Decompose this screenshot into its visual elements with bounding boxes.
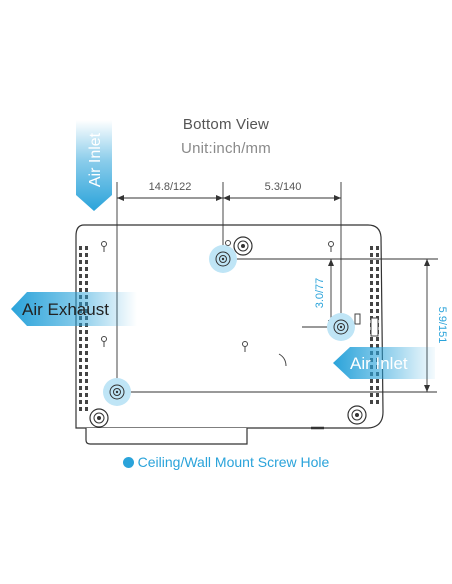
vent-slot	[79, 407, 82, 411]
vent-slot	[370, 386, 373, 390]
vent-slot	[376, 302, 379, 306]
vent-slot	[85, 253, 88, 257]
vent-slot	[376, 281, 379, 285]
vent-slot	[376, 386, 379, 390]
vent-slot	[85, 337, 88, 341]
vent-slot	[79, 267, 82, 271]
vent-slot	[85, 246, 88, 250]
vent-slot	[85, 288, 88, 292]
arc-mark	[278, 353, 287, 367]
small-screw	[101, 240, 334, 352]
air-exhaust-arrow: Air Exhaust	[11, 292, 137, 326]
adjustable-foot	[347, 405, 367, 425]
vent-slot	[370, 379, 373, 383]
adjustable-foot	[233, 236, 253, 256]
vent-slot	[376, 295, 379, 299]
vent-slot	[85, 407, 88, 411]
vent-slot	[85, 372, 88, 376]
vent-slot	[370, 400, 373, 404]
vent-slot	[376, 253, 379, 257]
vent-slot	[85, 393, 88, 397]
vent-slot	[370, 393, 373, 397]
unit-label: Unit:inch/mm	[181, 140, 271, 157]
dim-height-mid: 3.0/77	[314, 278, 326, 309]
side-clip	[354, 313, 379, 337]
vent-slot	[79, 351, 82, 355]
vent-slot	[79, 246, 82, 250]
vent-slot	[376, 288, 379, 292]
vent-slot	[370, 302, 373, 306]
vent-slot	[376, 379, 379, 383]
vent-slot	[85, 260, 88, 264]
air-inlet-right-label: Air Inlet	[350, 354, 408, 373]
vent-slot	[79, 281, 82, 285]
vent-slot	[79, 379, 82, 383]
air-inlet-right-arrow: Air Inlet	[333, 347, 435, 379]
vent-slot	[376, 337, 379, 341]
vent-slot	[376, 246, 379, 250]
vent-slot	[79, 393, 82, 397]
dim-width-left: 14.8/122	[149, 181, 192, 193]
vent-slot	[85, 386, 88, 390]
vent-slot	[79, 358, 82, 362]
vent-slot	[79, 344, 82, 348]
vent-slot	[79, 274, 82, 278]
vent-slot	[85, 344, 88, 348]
vent-slot	[370, 260, 373, 264]
vent-slot	[85, 274, 88, 278]
vent-slot	[79, 365, 82, 369]
vent-slot	[376, 267, 379, 271]
vent-slot	[370, 246, 373, 250]
ceiling-mount-screw-hole	[327, 313, 355, 341]
vent-slot	[370, 295, 373, 299]
air-inlet-top-label: Air Inlet	[87, 132, 104, 187]
vent-slot	[79, 386, 82, 390]
screw-hole-legend-icon	[122, 457, 134, 468]
vent-slot	[370, 344, 373, 348]
dim-height-right: 5.9/151	[436, 307, 448, 344]
vent-slot	[85, 281, 88, 285]
vent-slot	[370, 288, 373, 292]
ceiling-mount-screw-hole	[103, 378, 131, 406]
adjustable-foot	[89, 408, 109, 428]
view-title: Bottom View	[182, 116, 270, 133]
vent-slot	[79, 400, 82, 404]
vent-slot	[376, 260, 379, 264]
legend: Ceiling/Wall Mount Screw Hole	[0, 454, 452, 470]
air-exhaust-label: Air Exhaust	[22, 300, 109, 319]
vent-slot	[85, 400, 88, 404]
air-inlet-top-arrow: Air Inlet	[76, 120, 112, 211]
vent-slot	[79, 337, 82, 341]
vent-slot	[79, 288, 82, 292]
vent-slot	[376, 309, 379, 313]
vent-slot	[79, 330, 82, 334]
vent-slot	[376, 344, 379, 348]
vent-slot	[79, 260, 82, 264]
vent-slot	[370, 274, 373, 278]
vent-slot	[370, 309, 373, 313]
vent-slot	[85, 365, 88, 369]
vent-slot	[85, 358, 88, 362]
vent-slot	[85, 351, 88, 355]
vent-slot	[85, 267, 88, 271]
vent-slot	[79, 372, 82, 376]
vent-slot	[85, 330, 88, 334]
projector-body	[75, 224, 384, 445]
dim-width-right: 5.3/140	[265, 181, 302, 193]
vent-slot	[376, 400, 379, 404]
vent-slot	[370, 253, 373, 257]
vent-slot	[376, 393, 379, 397]
ceiling-mount-screw-hole	[209, 245, 237, 273]
vent-slot	[85, 379, 88, 383]
vent-slot	[79, 253, 82, 257]
vent-slot	[370, 337, 373, 341]
vent-slot	[370, 281, 373, 285]
vent-slot	[370, 267, 373, 271]
legend-label: Ceiling/Wall Mount Screw Hole	[137, 454, 330, 470]
vent-slot	[376, 274, 379, 278]
